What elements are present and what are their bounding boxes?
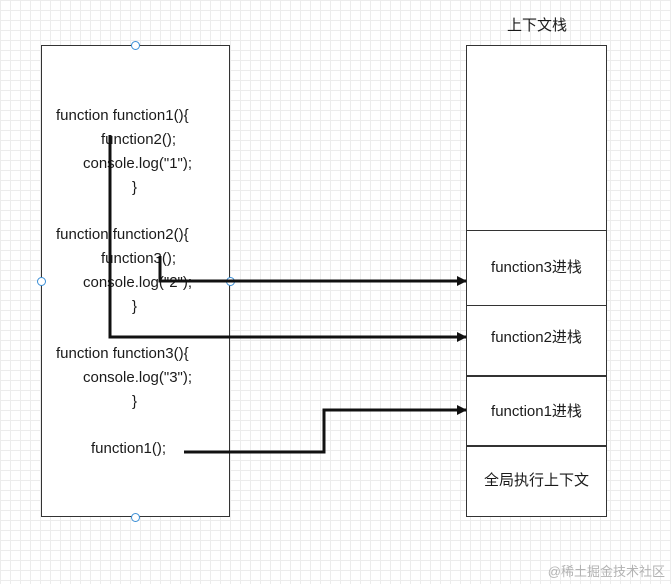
- stack-frame-function3: function3进栈: [491, 259, 582, 276]
- code-line-function3-decl: function function3(){: [56, 345, 189, 362]
- code-line-call-function1: function1();: [91, 440, 167, 457]
- stack-frame-global: 全局执行上下文: [483, 472, 589, 489]
- code-line-close-3: }: [132, 393, 138, 410]
- arrow-function1-to-stack: [184, 405, 467, 454]
- code-line-function1-decl: function function1(){: [56, 107, 189, 124]
- stack-title: 上下文栈: [506, 17, 567, 34]
- stack-divider: [466, 230, 607, 231]
- code-line-close-1: }: [132, 179, 138, 196]
- code-line-function2-decl: function function2(){: [56, 226, 189, 243]
- code-line-call-function3: function3();: [101, 250, 177, 267]
- watermark: @稀土掘金技术社区: [547, 564, 665, 579]
- stack-divider: [466, 305, 607, 306]
- resize-handle-top[interactable]: [131, 41, 140, 50]
- stack-frame-function2: function2进栈: [491, 329, 582, 346]
- stack-frame-function1: function1进栈: [491, 403, 582, 420]
- resize-handle-left[interactable]: [37, 277, 46, 286]
- code-line-close-2: }: [132, 298, 138, 315]
- resize-handle-bottom[interactable]: [131, 513, 140, 522]
- stack-divider: [466, 375, 607, 376]
- arrow-function2-to-stack: [108, 135, 467, 342]
- arrow-function3-to-stack: [158, 256, 467, 286]
- code-line-log-3: console.log("3");: [83, 369, 193, 386]
- stack-divider: [466, 446, 607, 447]
- code-line-call-function2: function2();: [101, 131, 177, 148]
